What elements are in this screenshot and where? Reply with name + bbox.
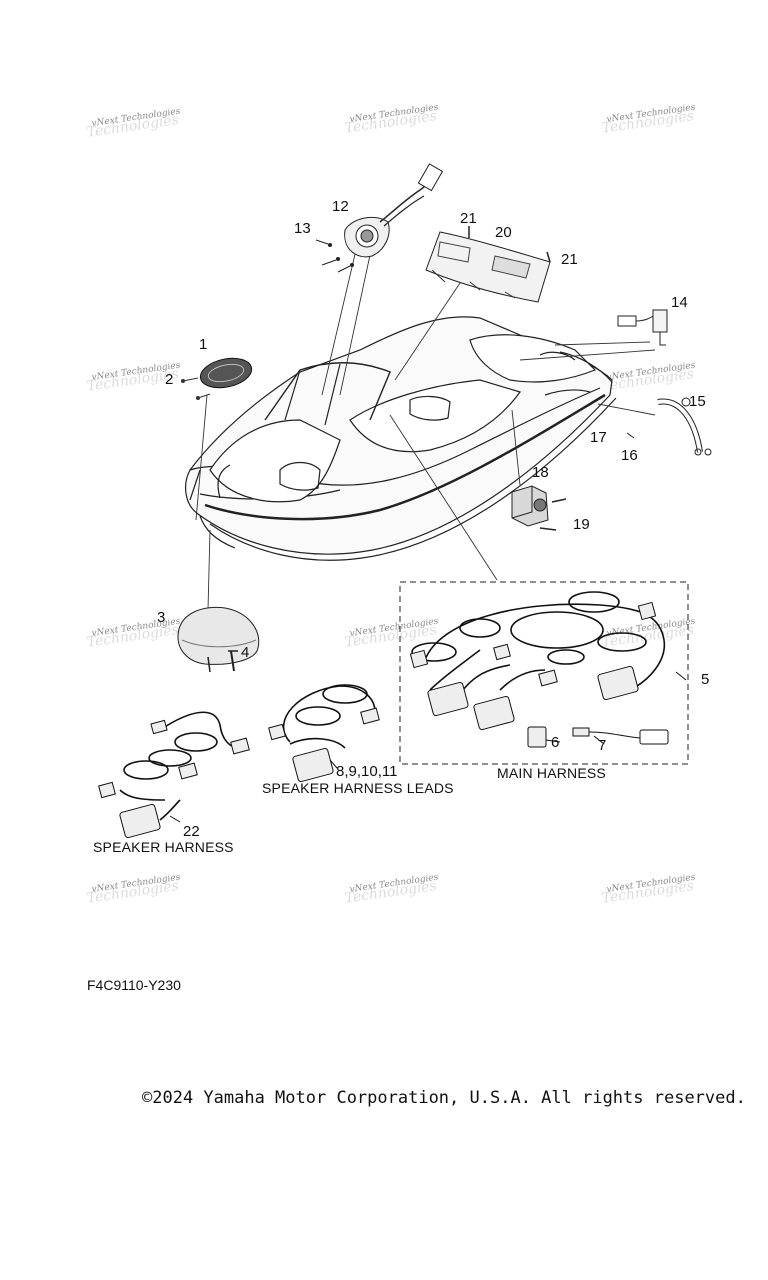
callout-6[interactable]: 6 [551,734,559,751]
callout-8-9-10-11[interactable]: 8,9,10,11 [336,763,397,780]
watermark: Technologies vNext Technologies [344,617,440,651]
watermark: Technologies vNext Technologies [344,873,440,907]
callout-17[interactable]: 17 [590,429,607,446]
control-module-part-20[interactable] [425,226,551,303]
callout-2[interactable]: 2 [165,371,173,388]
callout-numbers: 1 2 3 4 5 6 7 8,9,10,11 12 13 14 15 16 1… [157,198,709,840]
main-harness-group[interactable] [399,581,689,765]
speaker-harness-leads-label: SPEAKER HARNESS LEADS [262,780,454,796]
copyright-notice: ©2024 Yamaha Motor Corporation, U.S.A. A… [142,1088,746,1108]
callout-22[interactable]: 22 [183,823,200,840]
watermark: Technologies vNext Technologies [86,107,182,141]
watermark: Technologies vNext Technologies [601,103,697,137]
watermark: Technologies vNext Technologies [601,873,697,907]
diagram-code: F4C9110-Y230 [87,977,181,993]
callout-14[interactable]: 14 [671,294,688,311]
meter-part-18[interactable] [511,485,567,531]
callout-15[interactable]: 15 [689,393,706,410]
callout-16[interactable]: 16 [621,447,638,464]
main-harness-label: MAIN HARNESS [497,765,606,781]
callout-21[interactable]: 21 [460,210,477,227]
cover-part-3[interactable] [177,606,260,673]
speaker-housing-part-12[interactable] [315,163,444,273]
speaker-part-1[interactable] [181,354,254,400]
speaker-harness-leads-group[interactable] [268,684,380,783]
strap-part-15[interactable] [626,397,712,456]
watermark: Technologies vNext Technologies [86,617,182,651]
leader-lines [195,249,656,611]
callout-20[interactable]: 20 [495,224,512,241]
callout-4[interactable]: 4 [241,644,249,661]
callout-3[interactable]: 3 [157,609,165,626]
watermark: Technologies vNext Technologies [601,361,697,395]
speaker-harness-group[interactable] [98,711,250,839]
callout-7[interactable]: 7 [598,737,606,754]
watermark: Technologies vNext Technologies [344,103,440,137]
boat-hull-illustration [184,316,617,561]
callout-13[interactable]: 13 [294,220,311,237]
callout-18[interactable]: 18 [532,464,549,481]
speaker-harness-label: SPEAKER HARNESS [93,839,234,855]
callout-12[interactable]: 12 [332,198,349,215]
callout-1[interactable]: 1 [199,336,207,353]
callout-21[interactable]: 21 [561,251,578,268]
callout-5[interactable]: 5 [701,671,709,688]
callout-19[interactable]: 19 [573,516,590,533]
connector-part-14[interactable] [617,309,668,346]
watermark: Technologies vNext Technologies [86,873,182,907]
